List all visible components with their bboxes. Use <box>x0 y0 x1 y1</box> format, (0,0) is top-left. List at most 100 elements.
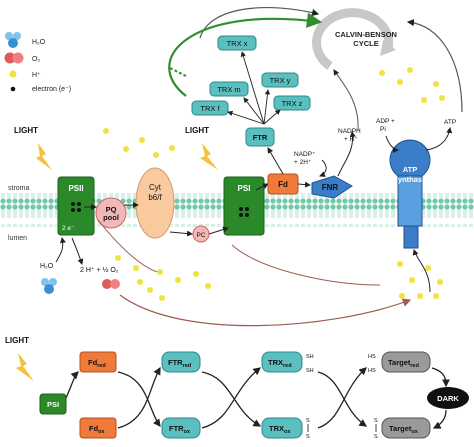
target-red-hs-1: HS <box>368 354 376 360</box>
trx-m-box <box>209 81 249 97</box>
dark-oval <box>427 387 469 409</box>
trx-m-label: TRX m <box>217 85 240 94</box>
calvin-label-2: CYCLE <box>353 39 378 48</box>
light-label-bottom: LIGHT <box>5 336 29 345</box>
proton-to-synthase-arrow <box>412 249 431 293</box>
trx-y-label: TRX y <box>270 76 291 85</box>
hplus-legend-icon <box>9 70 17 78</box>
cycle-arrow-head <box>380 40 396 56</box>
h2o-label: H₂O <box>40 263 54 270</box>
atp-arrow <box>425 127 453 151</box>
trx-red-sh-1: SH <box>306 354 314 360</box>
trx-x-box <box>217 35 257 51</box>
legend: H₂O O₂ H⁺ electron (e⁻) <box>4 32 71 93</box>
psi-bottom-label: PSI <box>47 400 59 409</box>
trx-ox-s-2: S <box>306 434 310 440</box>
atp-synthase <box>389 139 431 249</box>
trx-z-label: TRX z <box>282 99 303 108</box>
legend-h2o-label: H₂O <box>32 39 46 46</box>
proton-path-1 <box>97 219 159 273</box>
legend-electron-label: electron (e⁻) <box>32 86 71 93</box>
fd-arrows <box>267 131 356 188</box>
feed-arrow-top <box>199 7 320 39</box>
trx-x-label: TRX x <box>227 39 248 48</box>
target-red-box <box>381 351 431 373</box>
light-label-2: LIGHT <box>185 126 209 135</box>
cyt-label-1: Cyt <box>149 183 162 192</box>
stroma-label: stroma <box>8 185 30 192</box>
psi-label: PSI <box>238 184 251 193</box>
target-ox-s-1: S <box>374 418 378 424</box>
psii-electrons <box>71 202 81 212</box>
psi-complex <box>223 176 265 236</box>
trx-red-box <box>261 351 303 373</box>
trx-ox-box <box>261 417 303 439</box>
trx-y-box <box>261 72 299 88</box>
cyt-label-2: b6/f <box>148 193 162 202</box>
water-out-arrow <box>71 237 84 265</box>
calvin-label-1: CALVIN-BENSON <box>335 30 397 39</box>
cycle-ring <box>312 8 394 70</box>
target-ox-box <box>381 417 431 439</box>
ftr-ox-box <box>161 417 201 439</box>
ftr-to-trx-arrows <box>227 51 281 125</box>
trx-f-label: TRX f <box>200 104 220 113</box>
proton-path-2 <box>231 244 381 286</box>
nadp-label-2: + 2H⁺ <box>294 159 312 166</box>
nadp-label-1: NADP⁺ <box>294 151 316 158</box>
fnr-label: FNR <box>322 183 339 192</box>
trx-red-label: TRXred <box>268 358 292 369</box>
water-molecule-icon <box>41 278 57 294</box>
cyt-b6f-complex <box>135 167 175 239</box>
trx-z-box <box>273 95 311 111</box>
atp-feed-arrow <box>406 18 463 113</box>
dark-label: DARK <box>437 394 459 403</box>
lightning-icon-bottom <box>16 353 34 381</box>
atp-synthase-label-2: synthase <box>394 175 427 184</box>
electron-flow-arrows <box>84 183 269 237</box>
pc-label: PC <box>196 232 205 239</box>
legend-hplus-label: H⁺ <box>32 72 41 79</box>
proton-dots <box>103 67 445 301</box>
lumen-label: lumen <box>8 235 27 242</box>
two-electron-label: 2 e⁻ <box>62 225 75 232</box>
fd-red-box <box>79 351 117 373</box>
h2o-legend-icon <box>5 32 21 48</box>
fd-ox-label: Fdox <box>89 424 106 435</box>
atp-label: ATP <box>444 119 456 126</box>
fd-red-label: Fdred <box>88 358 106 369</box>
pq-pool <box>95 197 127 229</box>
trx-red-sh-2: SH <box>306 368 314 374</box>
adp-label-2: Pi <box>380 126 386 133</box>
ftr-ox-label: FTRox <box>169 424 191 435</box>
psii-label: PSII <box>68 184 83 193</box>
ftr-box <box>245 127 275 147</box>
nadph-label-1: NADPH <box>338 128 361 135</box>
target-ox-label: Targetox <box>389 424 419 435</box>
trx-dashed-arrow <box>169 67 187 77</box>
calvin-cycle: CALVIN-BENSON CYCLE <box>312 8 397 70</box>
pq-label-2: pool <box>103 213 119 222</box>
ftr-red-label: FTRred <box>168 358 191 369</box>
lightning-icon-1 <box>36 143 52 170</box>
trx-ox-label: TRXox <box>269 424 291 435</box>
fd-ox-box <box>79 417 117 439</box>
trx-cluster: TRX x TRX y TRX m TRX f TRX z <box>191 35 311 125</box>
target-red-hs-2: HS <box>368 368 376 374</box>
bottom-redox-arrows <box>65 366 450 429</box>
electron-legend-icon <box>10 86 16 92</box>
adp-label-1: ADP + <box>376 118 395 125</box>
nadph-label-2: + H⁺ <box>344 136 358 143</box>
proton-gradient-arrow <box>119 294 412 327</box>
pq-label-1: PQ <box>106 205 117 214</box>
target-ox-s-2: S <box>374 434 378 440</box>
nadph-to-cycle-arrow <box>333 69 359 131</box>
legend-o2-label: O₂ <box>32 56 40 63</box>
atp-synthase-label-1: ATP <box>403 165 417 174</box>
psi-electrons <box>239 207 249 217</box>
o2-legend-icon <box>4 52 24 64</box>
psi-bottom-box <box>39 393 67 415</box>
oxygen-molecule-icon <box>102 279 120 289</box>
trx-f-box <box>191 100 229 116</box>
